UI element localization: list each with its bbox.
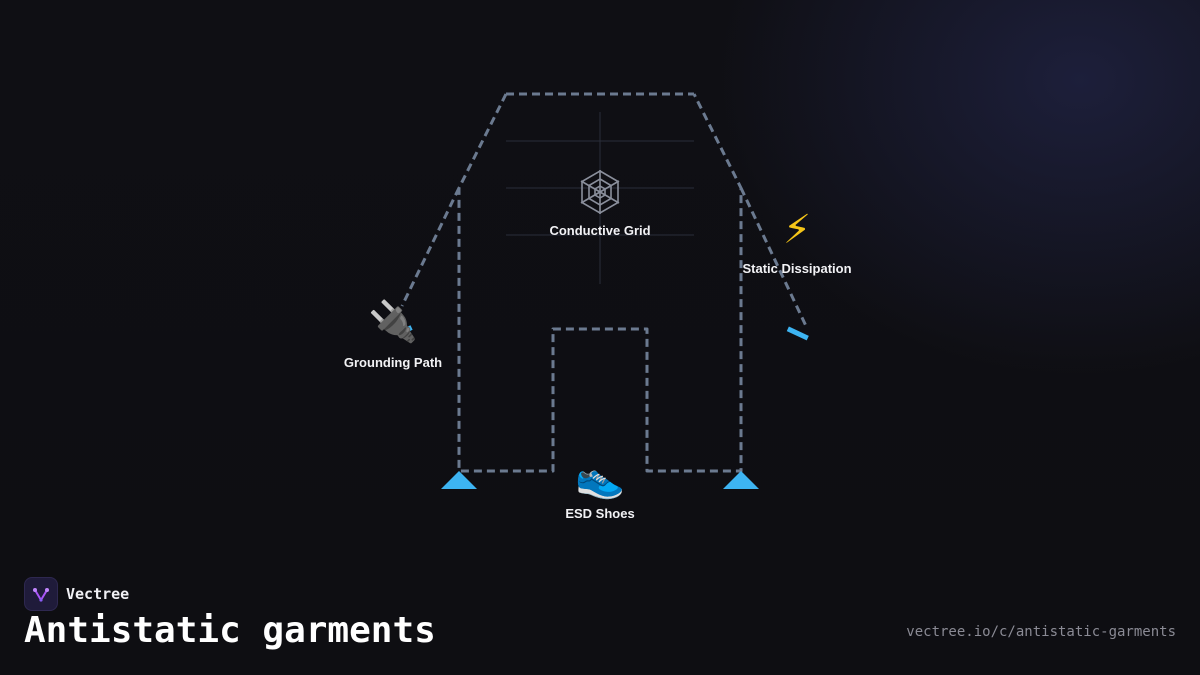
conductive-grid-label: Conductive Grid — [549, 223, 651, 238]
page-url[interactable]: vectree.io/c/antistatic-garments — [906, 624, 1176, 640]
right-ground-marker — [723, 471, 759, 489]
lightning-icon: ⚡ — [782, 207, 812, 253]
body-outline — [457, 93, 743, 473]
left-ground-marker — [441, 471, 477, 489]
brand[interactable]: Vectree — [24, 577, 129, 611]
accent-marks — [397, 325, 809, 489]
spider-web-icon — [580, 170, 620, 214]
conductive-grid-lines — [506, 112, 694, 284]
brand-name: Vectree — [66, 585, 130, 603]
page-title: Antistatic garments — [24, 610, 436, 651]
esd-shoes-label: ESD Shoes — [565, 506, 635, 521]
grounding-path-label: Grounding Path — [343, 355, 443, 370]
garment-outline — [400, 92, 808, 473]
left-sleeve — [400, 187, 461, 307]
shoe-icon: 👟 — [575, 455, 625, 501]
plug-icon: 🔌 — [368, 299, 418, 345]
right-cuff-strip — [786, 326, 809, 341]
static-dissipation-label: Static Dissipation — [742, 261, 852, 276]
left-cuff-strip — [397, 325, 413, 336]
vectree-logo-icon — [24, 577, 58, 611]
